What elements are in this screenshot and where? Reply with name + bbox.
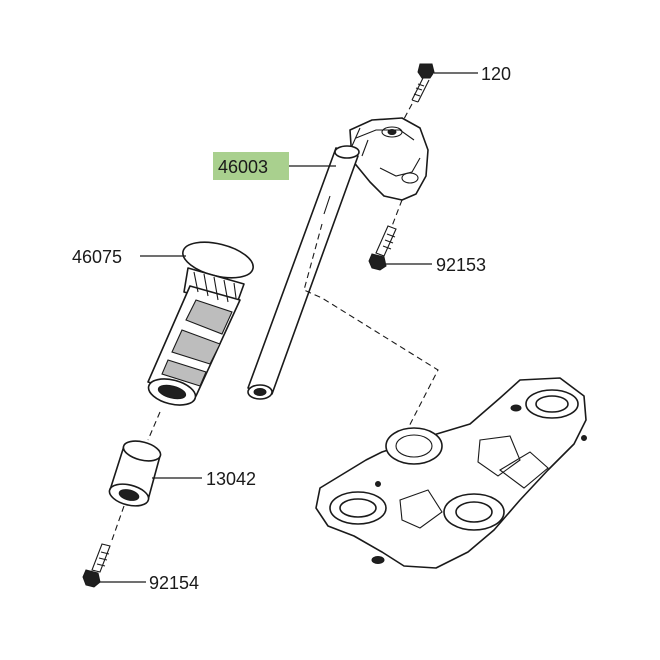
part-label-92153: 92153: [436, 255, 486, 275]
assembly-line: [303, 223, 439, 441]
part-label-92154: 92154: [149, 573, 199, 593]
handlebar-grip: [147, 241, 254, 406]
bolt-92154: [82, 505, 125, 588]
bolt-92153: [368, 199, 403, 271]
part-label-120: 120: [481, 64, 511, 84]
part-label-13042: 13042: [206, 469, 256, 489]
part-label-46003: 46003: [218, 157, 268, 177]
bolt-120: [397, 63, 435, 131]
top-triple-clamp: [315, 377, 587, 569]
bar-end-weight: [108, 440, 162, 507]
grip-axis-line: [147, 411, 161, 441]
clip-on-handlebar: [247, 117, 429, 400]
part-label-46003-highlight: [213, 152, 289, 180]
part-label-46075: 46075: [72, 247, 122, 267]
